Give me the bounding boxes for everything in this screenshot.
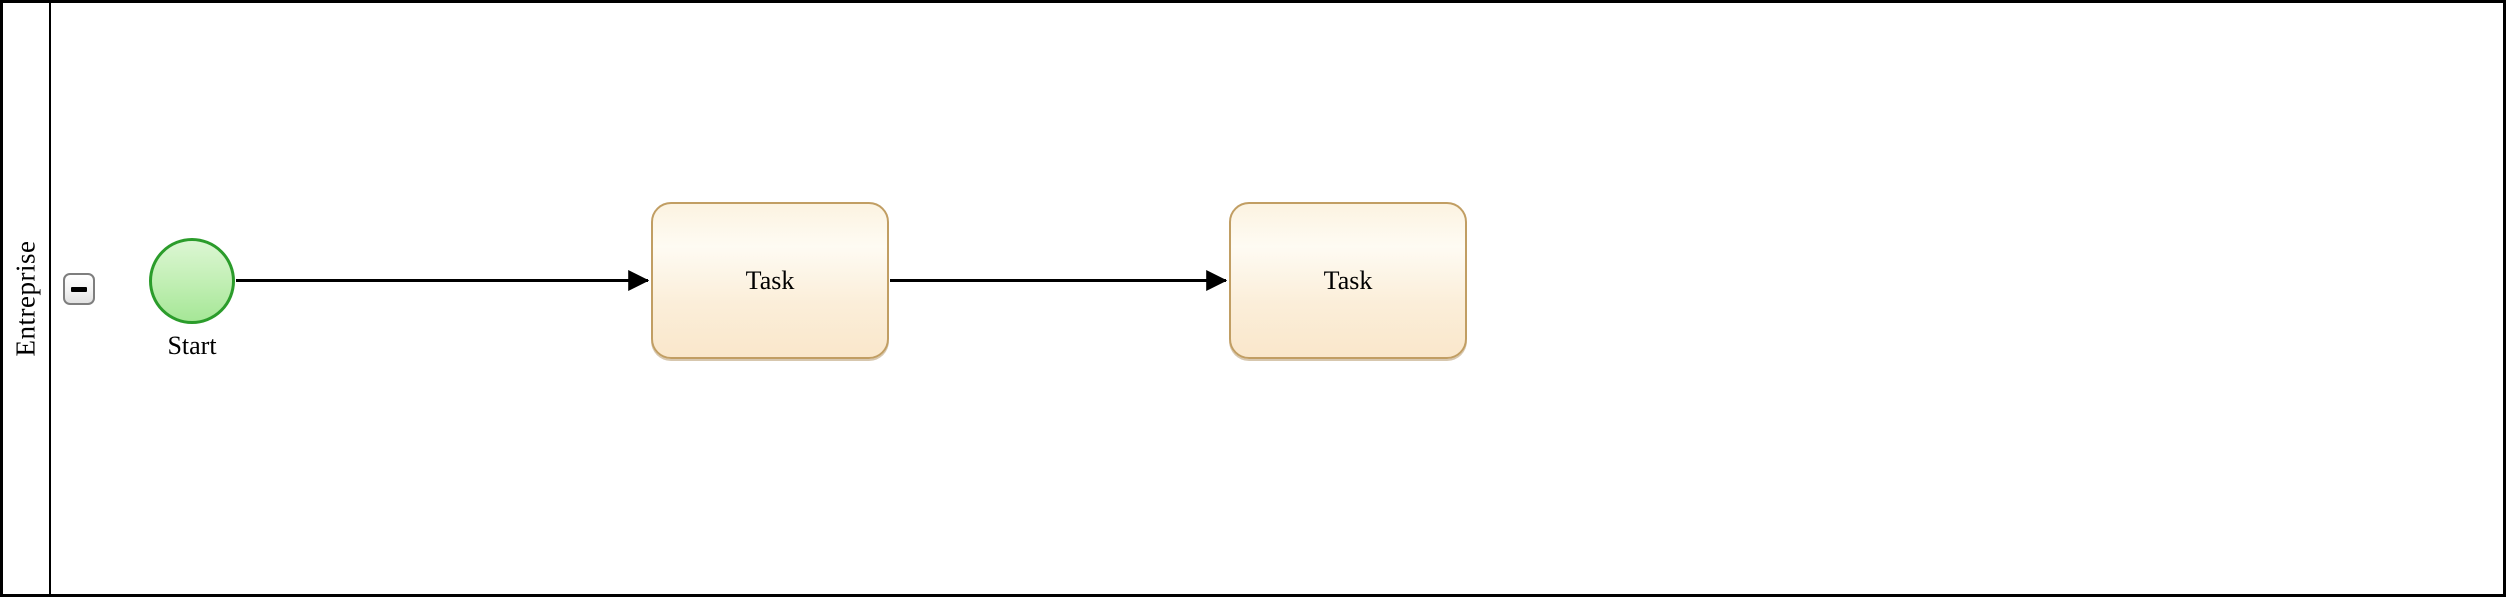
task-2[interactable]: Task [1229, 202, 1467, 359]
collapse-pool-button[interactable] [63, 273, 95, 305]
start-event[interactable] [149, 238, 235, 324]
task-1-label: Task [745, 265, 795, 295]
task-2-label: Task [1323, 265, 1373, 295]
task-1[interactable]: Task [651, 202, 889, 359]
pool-label-lane: Entreprise [3, 3, 51, 594]
minus-icon [71, 286, 87, 292]
pool-label: Entreprise [10, 240, 41, 357]
start-event-label: Start [167, 331, 217, 360]
